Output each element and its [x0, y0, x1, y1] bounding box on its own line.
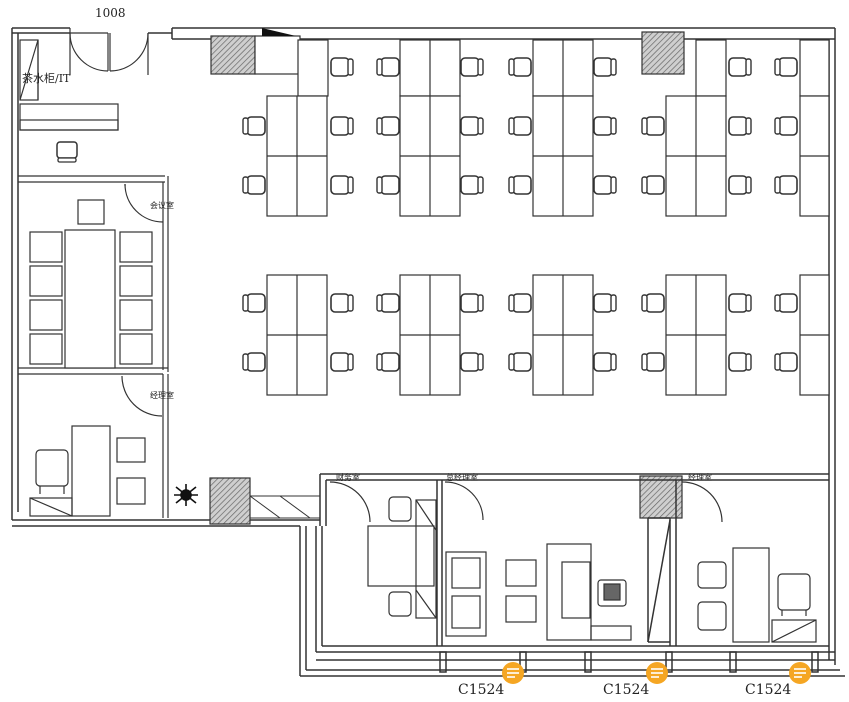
label-manager-office-1: 经理室: [150, 390, 174, 400]
label-manager-office-2: 总经理室: [446, 472, 478, 482]
meeting-room: [18, 176, 169, 375]
note-icon-lines: [651, 668, 663, 678]
columns: [209, 31, 685, 525]
room-number: 1008: [95, 6, 126, 20]
marker-1[interactable]: C1524: [458, 662, 524, 698]
lower-office-walls: [315, 473, 829, 652]
marker-2-label: C1524: [603, 682, 649, 698]
reception-block: [254, 35, 301, 75]
workstation-pods: [266, 39, 830, 396]
it-cabinet-area: [18, 39, 165, 183]
office-chair: [56, 141, 78, 163]
manager-office-2: [444, 481, 632, 641]
marker-1-label: C1524: [458, 682, 504, 698]
marker-3-label: C1524: [745, 682, 791, 698]
label-meeting-room: 会议室: [150, 200, 174, 210]
label-manager-office-3: 经理室: [688, 472, 712, 482]
marker-3[interactable]: C1524: [745, 662, 811, 698]
note-icon-lines: [507, 668, 519, 678]
glass-partition: [249, 495, 321, 519]
manager-office-3: [681, 481, 817, 643]
label-finance-office: 财务室: [336, 472, 360, 482]
finance-office: [329, 481, 437, 619]
flag-marker: [262, 28, 296, 36]
entry-door: [69, 28, 149, 75]
marker-2[interactable]: C1524: [603, 662, 668, 698]
outer-walls: [11, 27, 845, 677]
label-it-cabinet: 茶水柜/IT: [22, 72, 71, 85]
manager-office-1: [29, 373, 169, 518]
note-icon-lines: [794, 668, 806, 678]
plant-icon: [174, 484, 198, 506]
